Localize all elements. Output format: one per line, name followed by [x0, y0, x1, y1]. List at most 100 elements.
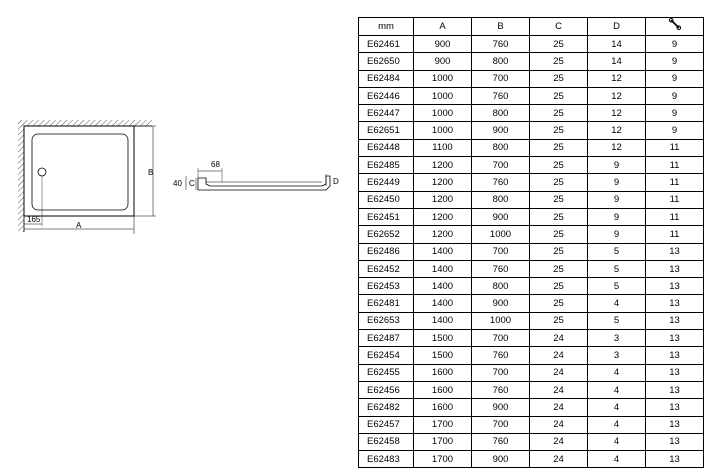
product-code-cell: E62652 [358, 225, 414, 244]
table-cell: 1600 [413, 398, 472, 417]
table-cell: 13 [645, 380, 704, 400]
product-code-cell: E62650 [358, 52, 414, 71]
table-cell: 760 [471, 380, 530, 400]
product-code-cell: E62461 [358, 34, 414, 54]
header-mm: mm [358, 17, 414, 36]
table-cell: 14 [587, 34, 646, 54]
header-wrench [645, 17, 704, 36]
product-code-cell: E62458 [358, 432, 414, 452]
table-cell: 24 [529, 329, 588, 348]
table-cell: 900 [471, 207, 530, 227]
table-cell: 12 [587, 104, 646, 123]
table-cell: 1200 [413, 173, 472, 192]
table-cell: 760 [471, 173, 530, 192]
table-cell: 1400 [413, 277, 472, 296]
table-cell: 800 [471, 138, 530, 158]
product-code-cell: E62451 [358, 207, 414, 227]
table-cell: 5 [587, 311, 646, 331]
table-cell: 11 [645, 138, 704, 158]
table-cell: 1500 [413, 346, 472, 365]
table-cell: 5 [587, 277, 646, 296]
table-cell: 4 [587, 432, 646, 452]
table-cell: 760 [471, 346, 530, 365]
table-cell: 3 [587, 346, 646, 365]
table-cell: 25 [529, 173, 588, 192]
table-cell: 13 [645, 415, 704, 434]
table-cell: 1500 [413, 329, 472, 348]
table-cell: 24 [529, 432, 588, 452]
product-code-cell: E62651 [358, 121, 414, 140]
table-cell: 25 [529, 121, 588, 140]
product-code-cell: E62454 [358, 346, 414, 365]
table-cell: 11 [645, 190, 704, 209]
table-cell: 1000 [413, 104, 472, 123]
table-cell: 760 [471, 34, 530, 54]
table-cell: 700 [471, 329, 530, 348]
table-cell: 4 [587, 380, 646, 400]
table-cell: 11 [645, 207, 704, 227]
table-cell: 1200 [413, 156, 472, 175]
table-cell: 700 [471, 69, 530, 88]
table-cell: 13 [645, 242, 704, 261]
header-c: C [529, 17, 588, 36]
table-cell: 9 [645, 69, 704, 88]
table-cell: 1100 [413, 138, 472, 158]
table-cell: 11 [645, 173, 704, 192]
dim-c-label: C [189, 179, 195, 188]
table-cell: 11 [645, 156, 704, 175]
product-code-cell: E62487 [358, 329, 414, 348]
product-code-cell: E62446 [358, 86, 414, 106]
table-cell: 700 [471, 242, 530, 261]
table-cell: 4 [587, 398, 646, 417]
table-cell: 25 [529, 104, 588, 123]
table-cell: 25 [529, 156, 588, 175]
table-cell: 5 [587, 259, 646, 279]
table-cell: 13 [645, 363, 704, 382]
table-cell: 24 [529, 346, 588, 365]
table-cell: 4 [587, 363, 646, 382]
table-header-row: mm A B C D [358, 17, 704, 36]
product-code-cell: E62486 [358, 242, 414, 261]
table-cell: 24 [529, 450, 588, 468]
table-cell: 25 [529, 294, 588, 313]
table-cell: 3 [587, 329, 646, 348]
table-cell: 25 [529, 190, 588, 209]
table-cell: 900 [471, 398, 530, 417]
technical-drawing: B A 165 68 40 C D [18, 120, 339, 234]
table-cell: 800 [471, 190, 530, 209]
wrench-icon [668, 17, 681, 31]
table-cell: 760 [471, 86, 530, 106]
table-cell: 25 [529, 34, 588, 54]
dim-offset-label: 165 [27, 215, 41, 224]
product-code-cell: E62450 [358, 190, 414, 209]
table-cell: 760 [471, 259, 530, 279]
table-cell: 760 [471, 432, 530, 452]
table-cell: 1700 [413, 432, 472, 452]
dim-b-label: B [148, 168, 153, 177]
product-code-cell: E62485 [358, 156, 414, 175]
table-cell: 1400 [413, 259, 472, 279]
table-cell: 1000 [471, 225, 530, 244]
table-cell: 25 [529, 277, 588, 296]
table-cell: 1600 [413, 380, 472, 400]
table-cell: 1700 [413, 415, 472, 434]
table-cell: 1400 [413, 294, 472, 313]
table-cell: 1600 [413, 363, 472, 382]
table-cell: 13 [645, 329, 704, 348]
table-cell: 9 [645, 52, 704, 71]
table-cell: 700 [471, 156, 530, 175]
dim-a-label: A [76, 221, 82, 230]
product-code-cell: E62452 [358, 259, 414, 279]
table-cell: 1000 [413, 69, 472, 88]
table-cell: 5 [587, 242, 646, 261]
